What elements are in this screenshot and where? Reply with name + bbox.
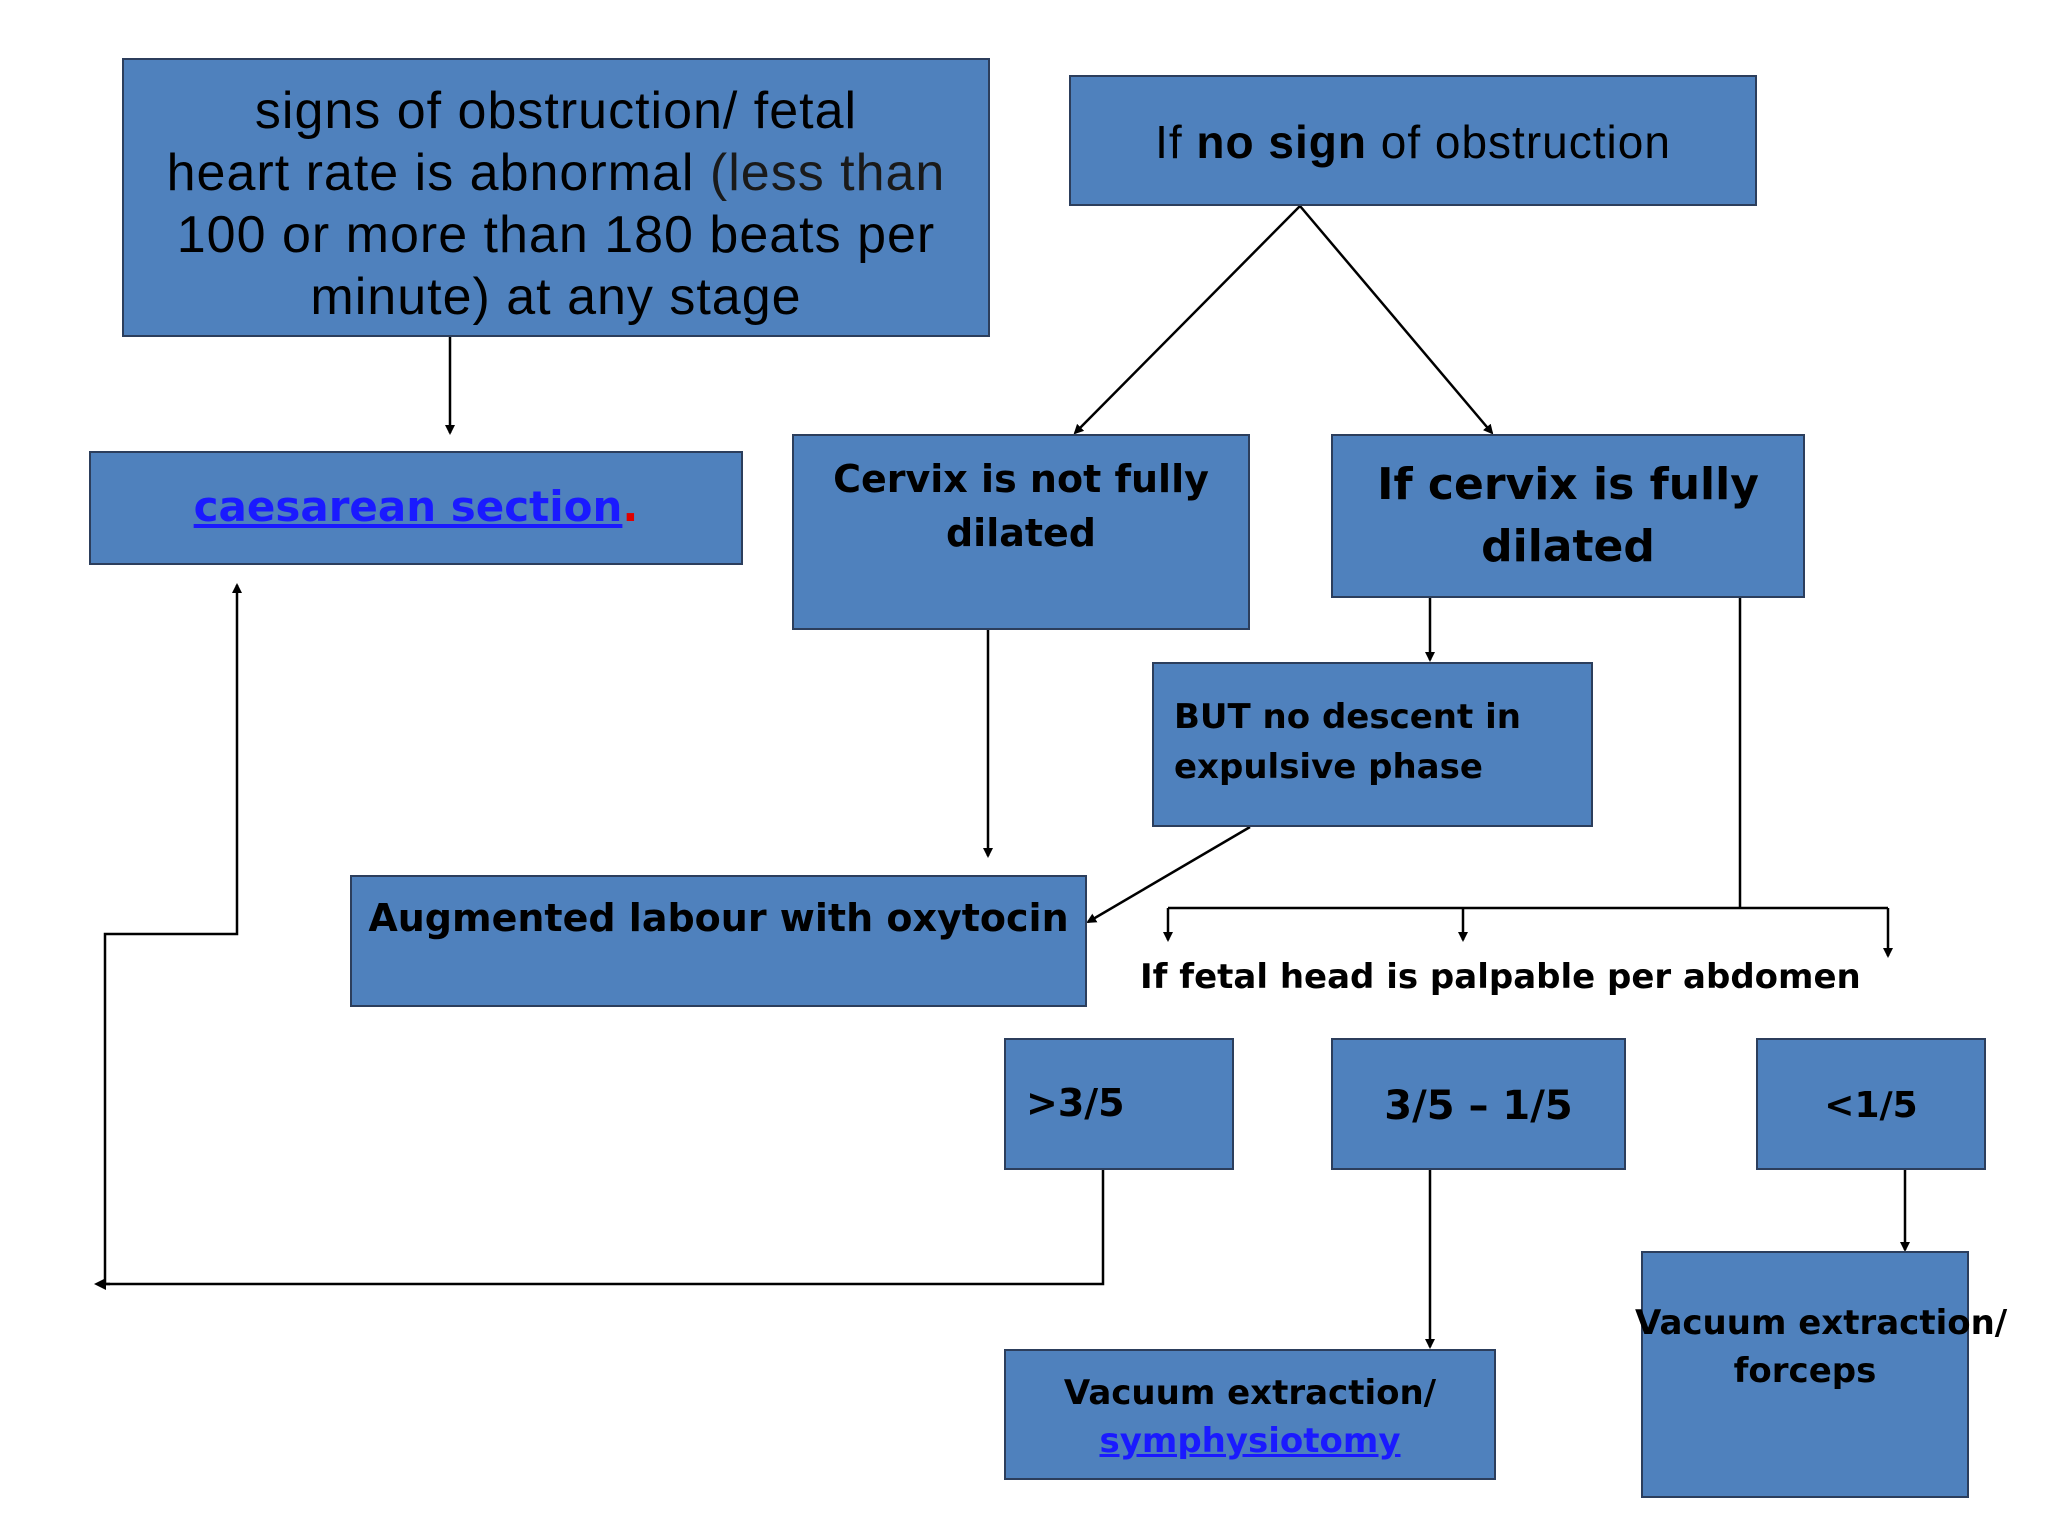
no-obstruction-suffix: of obstruction [1366,116,1671,168]
no-obstruction-bold: no sign [1196,116,1367,168]
r-3-5-1-5-label: 3/5 – 1/5 [1384,1083,1573,1129]
vacuum-forceps-line1: Vacuum extraction/ [1635,1303,2008,1343]
fully-dilated-line2: dilated [1481,521,1655,572]
caesarean-dot: . [622,482,639,531]
no-obstruction-prefix: If [1155,116,1197,168]
palpable-label: If fetal head is palpable per abdomen [1140,957,1861,997]
gt-3-5-box: >3/5 [1004,1038,1234,1170]
arrowhead-left-loop [94,1278,106,1290]
arrow-nosign-to-fullydilated [1299,205,1494,435]
no-descent-line2: expulsive phase [1174,747,1483,787]
obstruction-line2-rest: (less than [694,144,946,202]
obstruction-bold: heart rate is abnormal [166,144,695,202]
not-dilated-line1: Cervix is not fully [833,457,1209,501]
fully-dilated-box: If cervix is fully dilated [1331,434,1805,598]
obstruction-line4: minute) at any stage [310,268,802,326]
fully-dilated-line1: If cervix is fully [1377,459,1759,510]
lt-1-5-label: <1/5 [1824,1085,1918,1126]
arrow-gt35-to-caesarean [103,583,1105,1286]
no-obstruction-box: If no sign of obstruction [1069,75,1757,206]
vacuum-symph-line1: Vacuum extraction/ [1063,1373,1437,1413]
obstruction-line3: 100 or more than 180 beats per [176,206,936,264]
symphysiotomy-link[interactable]: symphysiotomy [1099,1421,1401,1461]
vacuum-symphysiotomy-box: Vacuum extraction/ symphysiotomy [1004,1349,1496,1480]
lt-1-5-box: <1/5 [1756,1038,1986,1170]
obstruction-line1: signs of obstruction/ fetal [254,82,858,140]
gt-3-5-label: >3/5 [1026,1081,1125,1125]
arrow-nodescent-to-augmented [1086,825,1251,924]
vacuum-forceps-box: Vacuum extraction/ forceps [1635,1251,2007,1498]
no-descent-line1: BUT no descent in [1174,697,1521,737]
obstruction-box: signs of obstruction/ fetal heart rate i… [122,58,990,337]
augmented-label: Augmented labour with oxytocin [368,896,1069,940]
vacuum-forceps-line2: forceps [1733,1351,1877,1391]
r-3-5-1-5-box: 3/5 – 1/5 [1331,1038,1626,1170]
no-descent-box: BUT no descent in expulsive phase [1152,662,1593,827]
obstruction-line2: heart rate is abnormal (less than [124,142,988,204]
caesarean-section-link[interactable]: caesarean section [193,482,623,531]
caesarean-box: caesarean section. [89,451,743,565]
not-dilated-box: Cervix is not fully dilated [792,434,1250,630]
augmented-labour-box: Augmented labour with oxytocin [350,875,1087,1007]
not-dilated-line2: dilated [945,511,1097,555]
arrow-nosign-to-notdilated [1073,205,1301,435]
